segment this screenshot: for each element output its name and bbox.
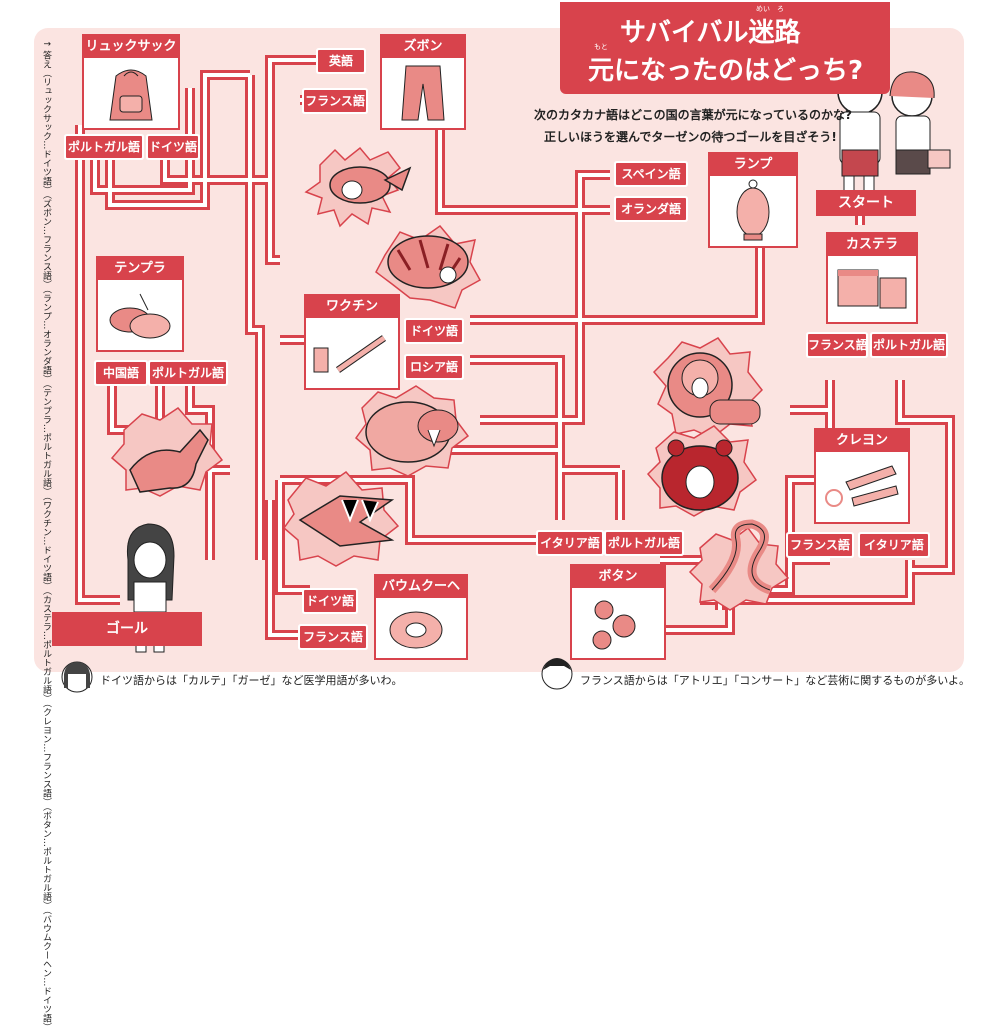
option-rucksack-german[interactable]: ドイツ語 (148, 136, 198, 158)
card-lamp: ランプ (708, 152, 798, 248)
card-vaccine-title: ワクチン (306, 296, 398, 318)
option-lamp-spanish[interactable]: スペイン語 (616, 163, 686, 185)
option-castella-french[interactable]: フランス語 (808, 334, 868, 356)
card-button-title: ボタン (572, 566, 664, 588)
snake-icon (688, 519, 790, 611)
instruction-line-2: 正しいほうを選んでターゼンの待つゴールを目ざそう! (544, 130, 837, 144)
title-ruby-meiro: めい ろ (756, 5, 784, 13)
lion-icon (652, 337, 763, 439)
footer-tip-left: ドイツ語からは「カルテ」「ガーゼ」など医学用語が多いわ。 (100, 674, 403, 687)
card-lamp-title: ランプ (710, 154, 796, 176)
start-label[interactable]: スタート (816, 190, 916, 216)
option-button-portuguese[interactable]: ポルトガル語 (606, 532, 682, 554)
tempura-icon (109, 293, 171, 339)
card-baumkuchen: バウムクーヘン (374, 574, 468, 660)
title-banner: めい ろ サバイバル迷路 もと 元になったのはどっち? (560, 2, 890, 94)
option-vaccine-german[interactable]: ドイツ語 (406, 320, 462, 342)
option-zubon-english[interactable]: 英語 (318, 50, 364, 72)
option-crayon-italian[interactable]: イタリア語 (860, 534, 928, 556)
instruction-line-1: 次のカタカナ語はどこの国の言葉が元になっているのかな? (534, 108, 853, 122)
option-castella-portuguese[interactable]: ポルトガル語 (872, 334, 946, 356)
option-crayon-french[interactable]: フランス語 (788, 534, 852, 556)
backpack-icon (109, 69, 153, 121)
card-crayon: クレヨン (814, 428, 910, 524)
option-baumkuchen-german[interactable]: ドイツ語 (304, 590, 356, 612)
crayon-icon (825, 465, 899, 507)
card-tempura-title: テンプラ (98, 258, 182, 280)
card-zubon: ズボン (380, 34, 466, 130)
syringe-icon (313, 335, 386, 373)
boy-avatar-icon (541, 658, 573, 690)
option-button-italian[interactable]: イタリア語 (538, 532, 602, 554)
option-lamp-dutch[interactable]: オランダ語 (616, 198, 686, 220)
maze-board: めい ろ サバイバル迷路 もと 元になったのはどっち? 次のカタカナ語はどこの国… (34, 2, 971, 1031)
card-castella: カステラ (826, 232, 918, 324)
option-zubon-french[interactable]: フランス語 (304, 90, 366, 112)
girl-avatar-icon (61, 661, 93, 693)
crocodile-icon (282, 471, 400, 567)
answer-vertical-text: ↑ 答え（リュックサック…ドイツ語）（ズボン…フランス語）（ランプ…オランダ語）… (41, 40, 51, 1031)
castella-cake-icon (837, 269, 907, 309)
option-tempura-portuguese[interactable]: ポルトガル語 (150, 362, 226, 384)
option-tempura-chinese[interactable]: 中国語 (96, 362, 146, 384)
bear-icon (646, 425, 758, 517)
hippo-icon (354, 385, 470, 477)
card-button: ボタン (570, 564, 666, 660)
lamp-icon (736, 179, 770, 241)
card-rucksack-title: リュックサック (84, 36, 178, 58)
option-vaccine-russian[interactable]: ロシア語 (406, 356, 462, 378)
card-crayon-title: クレヨン (816, 430, 908, 452)
tiger-icon (375, 224, 482, 309)
card-vaccine: ワクチン (304, 294, 400, 390)
card-rucksack: リュックサック (82, 34, 180, 130)
buttons-icon (592, 600, 636, 650)
title-ruby-moto: もと (594, 43, 608, 51)
wolf-icon (110, 407, 224, 497)
shark-icon (304, 146, 412, 228)
goal-label[interactable]: ゴール (52, 612, 202, 646)
baumkuchen-icon (389, 611, 443, 649)
option-baumkuchen-french[interactable]: フランス語 (300, 626, 366, 648)
trousers-icon (401, 65, 445, 121)
card-castella-title: カステラ (828, 234, 916, 256)
option-rucksack-portuguese[interactable]: ポルトガル語 (66, 136, 142, 158)
page-title: サバイバル迷路 (620, 18, 801, 48)
card-zubon-title: ズボン (382, 36, 464, 58)
page-subtitle: 元になったのはどっち? (588, 56, 864, 86)
footer-tip-right: フランス語からは「アトリエ」「コンサート」など芸術に関するものが多いよ。 (580, 674, 971, 687)
card-baumkuchen-title: バウムクーヘン (376, 576, 466, 616)
card-tempura: テンプラ (96, 256, 184, 352)
